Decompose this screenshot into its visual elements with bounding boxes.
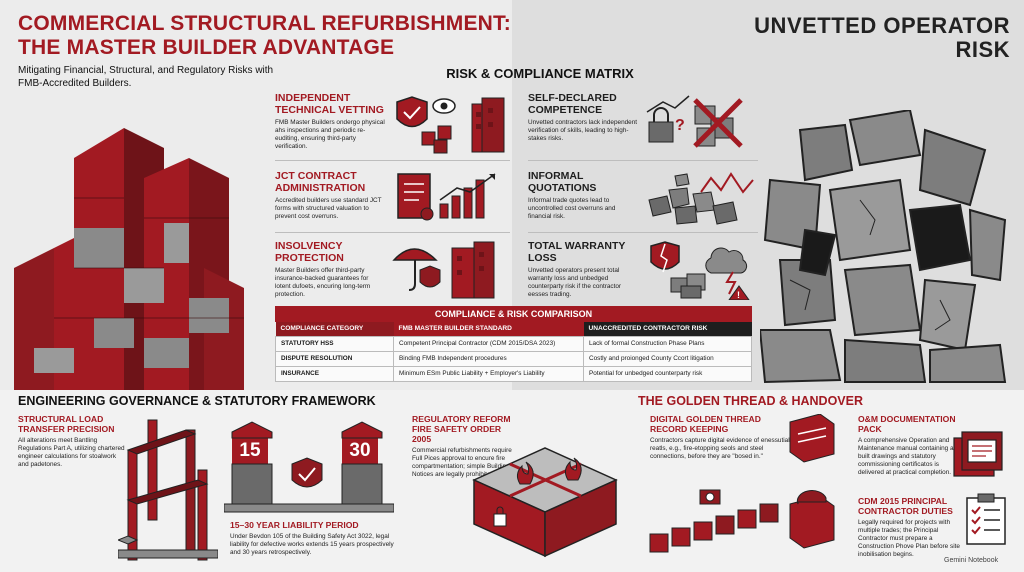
rubble-chart-icon bbox=[648, 172, 754, 225]
broken-blocks-illustration bbox=[760, 110, 1007, 384]
page-subtitle: Mitigating Financial, Structural, and Re… bbox=[18, 65, 274, 89]
comparison-table: COMPLIANCE CATEGORY FMB MASTER BUILDER S… bbox=[275, 322, 752, 382]
block-text: Contractors capture digital evidence of … bbox=[650, 437, 790, 460]
fire-compartment-icon bbox=[472, 447, 618, 558]
badge-15: 15 bbox=[232, 438, 268, 464]
governance-title: ENGINEERING GOVERNANCE & STATUTORY FRAME… bbox=[18, 394, 376, 408]
svg-text:?: ? bbox=[675, 117, 685, 134]
manual-binder-icon bbox=[953, 431, 1003, 477]
card-text: Unvetted operators present total warrant… bbox=[528, 267, 622, 298]
badge-pillars-illustration bbox=[224, 421, 394, 513]
column-header: COMPLIANCE CATEGORY bbox=[275, 322, 394, 336]
table-cell: Competent Principal Contractor (CDM 2015… bbox=[393, 335, 584, 352]
block-title: O&M DOCUMENTATION PACK bbox=[858, 414, 956, 434]
table-row: DISPUTE RESOLUTION Binding FMB Independe… bbox=[275, 350, 752, 367]
card-text: Informal trade quotes lead to uncontroll… bbox=[528, 197, 616, 220]
golden-thread-title: THE GOLDEN THREAD & HANDOVER bbox=[638, 394, 864, 408]
table-cell: DISPUTE RESOLUTION bbox=[275, 350, 394, 367]
divider bbox=[275, 160, 510, 161]
block-text: Legally required for projects with multi… bbox=[858, 519, 960, 558]
contract-chart-icon bbox=[397, 173, 496, 221]
om-pack-block: O&M DOCUMENTATION PACK A comprehensive O… bbox=[858, 414, 963, 477]
table-cell: Binding FMB Independent procedures bbox=[393, 350, 584, 367]
unvetted-risk-title: UNVETTED OPERATOR RISK bbox=[754, 13, 1010, 62]
shield-eye-building-icon bbox=[396, 96, 505, 154]
steel-frame-icon bbox=[118, 419, 218, 561]
table-cell: INSURANCE bbox=[275, 365, 394, 382]
divider bbox=[528, 160, 758, 161]
card-text: Master Builders offer third-party insura… bbox=[275, 267, 371, 298]
clipboard-checklist-icon bbox=[966, 493, 1006, 545]
golden-thread-blocks-icon bbox=[649, 414, 835, 553]
card-text: FMB Master Builders ondergo physical ahs… bbox=[275, 119, 385, 150]
column-header: FMB MASTER BUILDER STANDARD bbox=[393, 322, 584, 336]
page-title: COMMERCIAL STRUCTURAL REFURBISHMENT: THE… bbox=[18, 12, 511, 59]
table-cell: Lack of formal Construction Phase Plans bbox=[583, 335, 752, 352]
svg-text:!: ! bbox=[737, 290, 740, 300]
table-cell: Minimum ESm Public Liability + Employer'… bbox=[393, 365, 584, 382]
broken-shield-storm-icon: ! bbox=[650, 241, 750, 300]
matrix-title: RISK & COMPLIANCE MATRIX bbox=[446, 66, 634, 81]
badge-30: 30 bbox=[342, 438, 378, 464]
red-building-illustration bbox=[14, 128, 244, 390]
column-header: UNACCREDITED CONTRACTOR RISK bbox=[583, 322, 752, 336]
block-text: All alterations meet Bantling Regulation… bbox=[18, 437, 125, 468]
umbrella-building-icon bbox=[392, 241, 495, 299]
credit-label: Gemini Notebook bbox=[944, 557, 999, 564]
card-text: Accredited builders use standard JCT for… bbox=[275, 197, 382, 220]
divider bbox=[528, 232, 758, 233]
table-cell: STATUTORY HSS bbox=[275, 335, 394, 352]
table-row: STATUTORY HSS Competent Principal Contra… bbox=[275, 335, 752, 352]
block-title: 15–30 YEAR LIABILITY PERIOD bbox=[230, 520, 359, 530]
table-cell: Costly and proionged County Ccort litiga… bbox=[583, 350, 752, 367]
block-text: A comprehensive Operation and Maintenanc… bbox=[858, 437, 959, 476]
block-text: Under Bevdon 105 of the Building Safety … bbox=[230, 533, 394, 556]
block-text: Commercial refurbishments require Full P… bbox=[412, 447, 512, 478]
comparison-title: COMPLIANCE & RISK COMPARISON bbox=[275, 306, 752, 322]
table-header-row: COMPLIANCE CATEGORY FMB MASTER BUILDER S… bbox=[275, 322, 752, 336]
liability-block: 15–30 YEAR LIABILITY PERIOD Under Bevdon… bbox=[230, 520, 405, 557]
table-cell: Potential for unbedged counterparty risk bbox=[583, 365, 752, 382]
card-text: Unvetted contractors lack independent ve… bbox=[528, 119, 638, 142]
table-row: INSURANCE Minimum ESm Public Liability +… bbox=[275, 365, 752, 382]
divider bbox=[275, 232, 510, 233]
lock-broken-chart-icon: ? bbox=[646, 95, 743, 148]
